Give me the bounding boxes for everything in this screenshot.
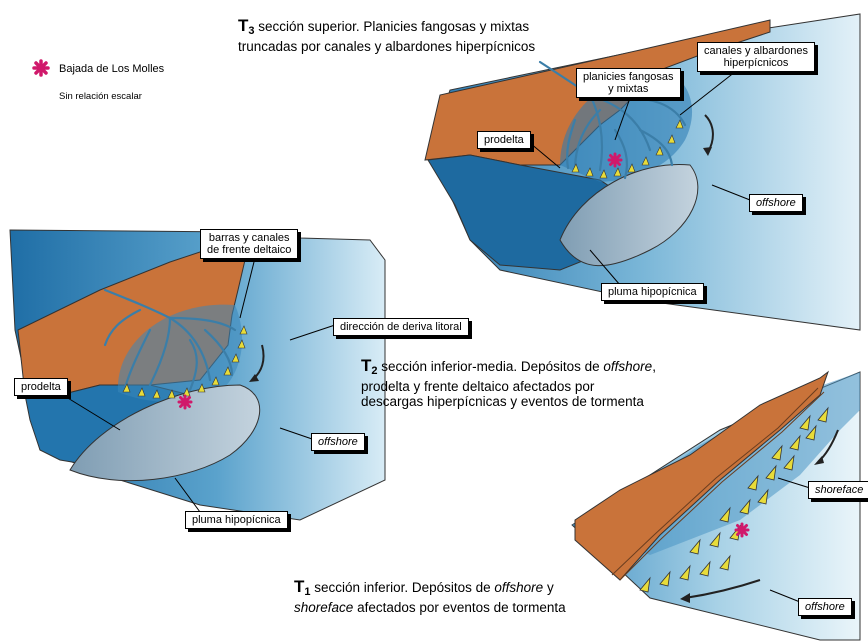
t1-shore-lines [611,387,825,581]
t2-label-prodelta: prodelta [14,378,68,396]
t3-block [424,13,861,331]
t3-label-pluma: pluma hipopícnica [601,283,704,301]
legend-scale-note: Sin relación escalar [59,91,142,102]
t1-storm-lobes [639,406,829,593]
legend-location-name: Bajada de Los Molles [59,63,165,75]
t2-label-offshore: offshore [311,433,365,451]
t2-block [9,229,386,521]
t3-label-prodelta: prodelta [477,131,531,149]
t2-fan [117,304,243,403]
t1-caption: T1 sección inferior. Depósitos de offsho… [294,577,566,615]
t2-label-deriva: dirección de deriva litoral [333,318,469,336]
t1-label-offshore: offshore [798,598,852,616]
t3-caption: T3 sección superior. Planicies fangosas … [238,16,536,54]
t2-star-icon [177,394,193,410]
t3-caption-line2: truncadas por canales y albardones hiper… [238,39,536,54]
legend-star-icon [32,59,50,77]
t1-star-icon [734,522,750,538]
t3-caption-line1: sección superior. Planicies fangosas y m… [258,19,530,34]
t1-block [571,370,861,641]
t2-plume [69,384,261,482]
t2-channels [103,288,237,392]
t3-label-offshore: offshore [749,194,803,212]
t1-flow-arrow-left [684,579,761,599]
t3-star-icon [607,152,623,168]
t3-lobes [571,119,684,179]
t1-label-shoreface: shoreface [808,481,868,499]
t2-caption: T2 sección inferior-media. Depósitos de … [361,356,656,409]
t2-label-pluma: pluma hipopícnica [185,511,288,529]
t2-lobes [122,325,248,399]
